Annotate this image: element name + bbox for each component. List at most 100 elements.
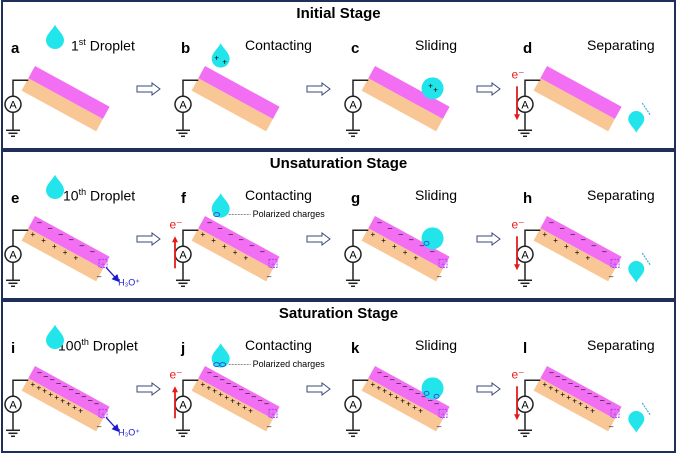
negative-charge: – — [600, 396, 605, 405]
arrowhead-icon — [514, 414, 520, 421]
positive-charge: + — [30, 380, 35, 389]
negative-charge: – — [239, 235, 244, 244]
wire — [524, 229, 541, 247]
negative-charge: – — [602, 247, 607, 256]
positive-charge: + — [233, 248, 238, 257]
ion-arrow — [105, 416, 120, 433]
droplet-icon — [421, 377, 444, 400]
wire — [12, 79, 29, 97]
droplet-icon — [46, 174, 64, 199]
positive-charge: + — [376, 383, 381, 392]
negative-charge: – — [245, 389, 250, 398]
positive-charge: + — [222, 58, 227, 67]
negative-charge: – — [207, 218, 212, 227]
negative-charge: – — [430, 247, 435, 256]
next-step-arrow-icon — [136, 382, 161, 396]
trapped-charge-box — [98, 408, 108, 418]
trapped-positive-charge: + — [271, 411, 275, 418]
negative-charge: – — [403, 382, 408, 391]
negative-charge: – — [260, 247, 265, 256]
positive-charge: + — [214, 54, 219, 63]
next-step-arrow-icon — [306, 382, 331, 396]
panel-label: Separating — [587, 37, 655, 53]
negative-charge: – — [44, 371, 49, 380]
negative-charge: – — [220, 375, 225, 384]
negative-charge: – — [556, 371, 561, 380]
positive-charge: + — [564, 242, 569, 251]
positive-charge: + — [42, 387, 47, 396]
ordinal-suffix: th — [78, 187, 87, 197]
positive-charge: + — [382, 387, 387, 396]
positive-charge: + — [243, 254, 248, 263]
panel-label: Separating — [587, 187, 655, 203]
negative-charge: – — [409, 235, 414, 244]
electron-label: e⁻ — [169, 217, 182, 231]
ammeter-label: A — [9, 99, 17, 111]
arrowhead-icon — [514, 114, 520, 121]
positive-charge: + — [248, 406, 253, 415]
trapped-positive-charge: + — [101, 261, 105, 268]
ammeter-label: A — [349, 249, 357, 261]
panel-letter: b — [181, 40, 191, 57]
positive-charge: + — [542, 380, 547, 389]
negative-charge: – — [267, 272, 272, 281]
positive-charge: + — [585, 254, 590, 263]
panel-letter: k — [351, 340, 360, 357]
positive-charge: + — [236, 400, 241, 409]
negative-charge: – — [252, 392, 257, 401]
negative-charge: – — [409, 385, 414, 394]
negative-charge: – — [388, 224, 393, 233]
negative-charge: – — [609, 422, 614, 431]
positive-charge: + — [200, 230, 205, 239]
negative-charge: – — [434, 399, 439, 408]
negative-charge: – — [377, 218, 382, 227]
negative-charge: – — [69, 235, 74, 244]
trapped-charge-box — [98, 258, 108, 268]
next-step-arrow-icon — [136, 82, 161, 96]
dielectric-layer — [28, 66, 110, 120]
trapped-positive-charge: + — [613, 411, 617, 418]
wire — [524, 379, 541, 397]
trapped-positive-charge: + — [101, 411, 105, 418]
negative-charge: – — [549, 218, 554, 227]
negative-charge: – — [437, 422, 442, 431]
positive-charge: + — [63, 248, 68, 257]
negative-charge: – — [415, 389, 420, 398]
positive-charge: + — [584, 403, 589, 412]
trapped-positive-charge: + — [613, 261, 617, 268]
ammeter-label: A — [521, 249, 529, 261]
positive-charge: + — [400, 396, 405, 405]
positive-charge: + — [392, 242, 397, 251]
ion-label: H₃O⁺ — [118, 427, 140, 437]
droplet-icon — [628, 111, 645, 133]
electrode-layer — [21, 378, 103, 432]
panel-label: Contacting — [245, 337, 312, 353]
positive-charge: + — [572, 396, 577, 405]
dielectric-layer — [198, 366, 280, 420]
polarized-charge — [213, 212, 221, 218]
negative-charge: – — [581, 235, 586, 244]
panel-illustration: A––––––++++++–H₃O⁺ — [4, 174, 140, 287]
wire — [352, 79, 369, 97]
positive-charge: + — [54, 393, 59, 402]
ordinal-suffix: st — [78, 37, 86, 47]
ion-arrow — [105, 266, 120, 283]
droplet-word: Droplet — [85, 37, 135, 54]
electrode-layer — [361, 378, 443, 432]
trapped-positive-charge: + — [441, 411, 445, 418]
negative-charge: – — [562, 375, 567, 384]
panel-letter: d — [523, 40, 533, 57]
negative-charge: – — [264, 399, 269, 408]
panel-illustration: A––––––++++++–e⁻ — [169, 193, 280, 288]
trapped-charge-box — [268, 408, 278, 418]
ammeter-label: A — [9, 249, 17, 261]
negative-charge: – — [581, 385, 586, 394]
panel-letter: e — [11, 190, 20, 207]
negative-charge: – — [560, 224, 565, 233]
positive-charge: + — [242, 403, 247, 412]
panel-illustration: A++ — [344, 66, 450, 138]
